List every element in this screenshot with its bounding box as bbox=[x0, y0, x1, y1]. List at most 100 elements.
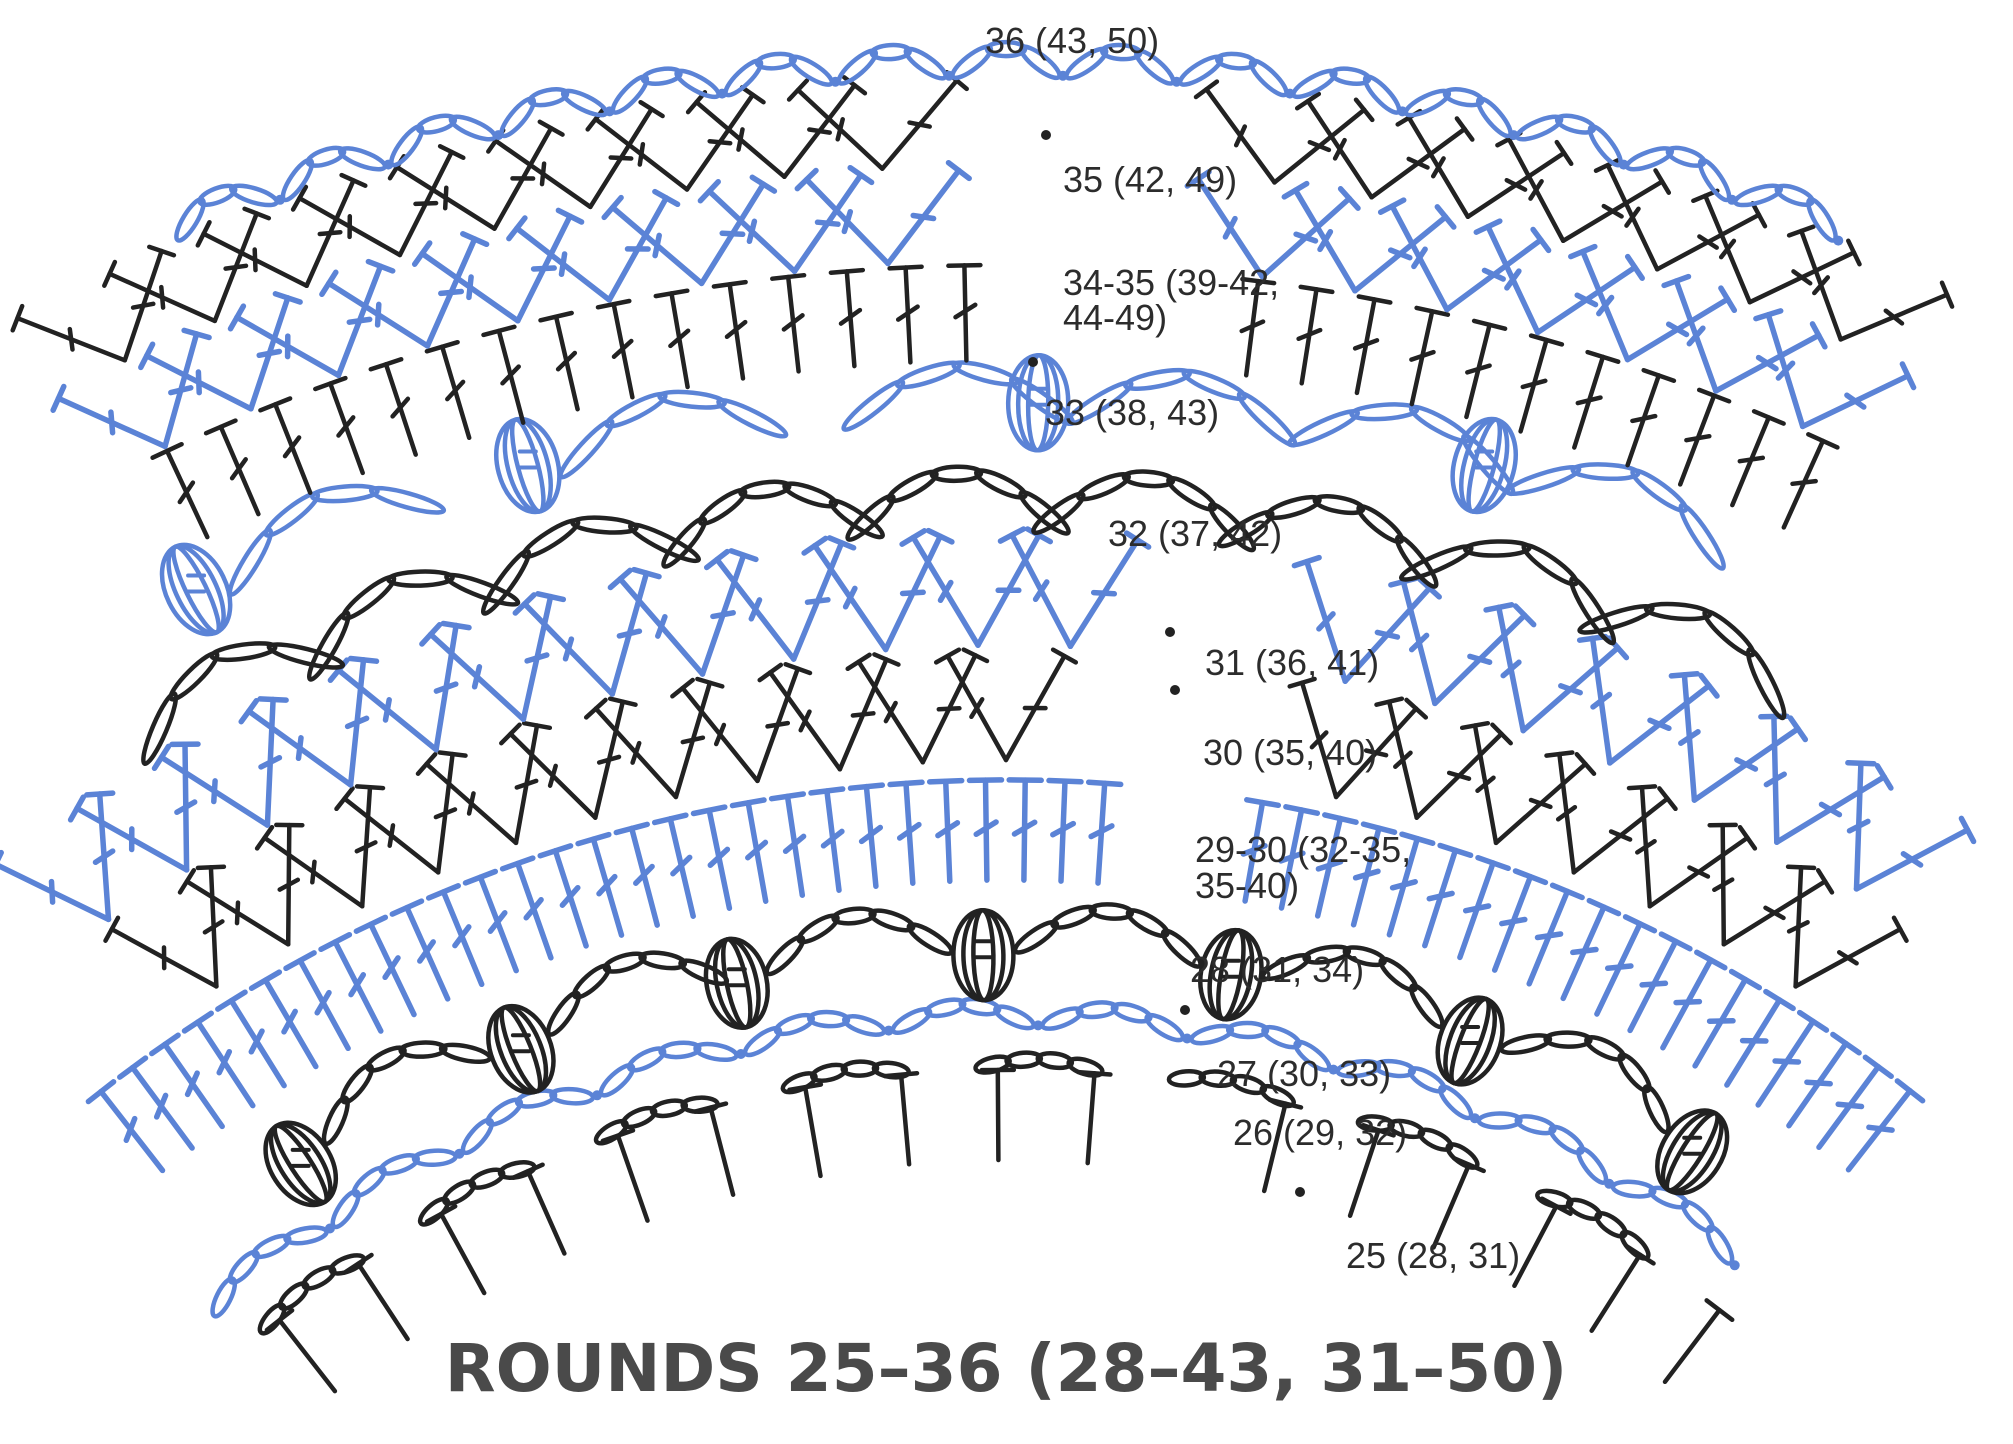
chain-arch bbox=[440, 1041, 492, 1065]
v-stitch-crossbar bbox=[768, 723, 788, 726]
stitch-top-bar bbox=[772, 275, 804, 279]
stitch-top-bar bbox=[1359, 297, 1391, 303]
v-stitch-crossbar bbox=[469, 793, 473, 813]
stitch-top-bar bbox=[252, 972, 280, 988]
chain-loop bbox=[1067, 1055, 1105, 1078]
v-stitch-crossbar bbox=[386, 700, 390, 720]
v-stitch-crossbar bbox=[853, 713, 874, 715]
stitch-top-bar bbox=[616, 824, 647, 832]
chain-arch bbox=[138, 691, 181, 767]
chain-arch bbox=[388, 571, 453, 587]
chain-arch bbox=[1545, 1032, 1590, 1047]
stitch-crossbar bbox=[1642, 983, 1665, 985]
v-stitch-top-bar bbox=[641, 102, 663, 116]
v-stitch-top-bar bbox=[440, 753, 466, 756]
chain-arch bbox=[1743, 646, 1789, 721]
v-stitch-top-bar bbox=[742, 87, 763, 102]
v-stitch-crossbar bbox=[838, 119, 843, 139]
round-label-32: 32 (37, 42) bbox=[1108, 513, 1282, 554]
v-stitch-crossbar bbox=[534, 268, 555, 269]
chain-arch bbox=[572, 516, 637, 535]
chain-arch bbox=[1314, 493, 1365, 516]
v-stitch-top-bar bbox=[760, 665, 781, 680]
v-stitch-crossbar bbox=[133, 304, 153, 308]
stitch-top-bar bbox=[811, 789, 843, 793]
blue-picot-loop bbox=[1804, 196, 1840, 244]
v-stitch-crossbar bbox=[903, 592, 924, 593]
round-label-31: 31 (36, 41) bbox=[1205, 642, 1379, 683]
v-stitch-crossbar bbox=[70, 329, 73, 349]
stitch-top-bar bbox=[152, 1035, 178, 1053]
v-stitch-crossbar bbox=[214, 781, 215, 802]
v-stitch-top-bar bbox=[1788, 867, 1814, 868]
blue-chain-arch bbox=[895, 358, 962, 392]
v-stitch-crossbar bbox=[348, 718, 367, 726]
blue-chain-loop bbox=[1703, 1224, 1736, 1267]
stitch-top-bar bbox=[1089, 782, 1121, 784]
chain-arch bbox=[1646, 602, 1711, 621]
stitch-top-bar bbox=[831, 270, 863, 273]
v-stitch-top-bar bbox=[1547, 753, 1573, 756]
blue-picot-loop bbox=[338, 144, 387, 173]
blue-chain-loop bbox=[1612, 1180, 1655, 1198]
v-stitch-crossbar bbox=[441, 292, 462, 294]
stitch-top-bar bbox=[1049, 781, 1081, 782]
v-stitch-top-bar bbox=[443, 624, 469, 628]
v-stitch-crossbar bbox=[255, 250, 256, 271]
blue-chain-loop bbox=[1479, 1113, 1521, 1128]
blue-chain-loop bbox=[551, 1088, 593, 1105]
blue-chain-arch bbox=[369, 483, 445, 517]
chain-arch bbox=[211, 640, 277, 663]
v-stitch-crossbar bbox=[475, 667, 480, 687]
stitch-post bbox=[441, 1214, 484, 1293]
blue-chain-loop bbox=[459, 1116, 497, 1157]
stitch-top-bar bbox=[733, 800, 765, 806]
blue-picot-loop bbox=[1474, 95, 1515, 140]
v-stitch-crossbar bbox=[939, 708, 960, 709]
round-label-28: 28 (31, 34) bbox=[1190, 949, 1364, 990]
blue-chain-arch bbox=[1124, 366, 1191, 392]
v-stitch-crossbar bbox=[633, 743, 640, 763]
blue-chain-arch bbox=[1286, 406, 1360, 450]
v-stitch-top-bar bbox=[257, 827, 272, 848]
v-stitch-top-bar bbox=[610, 699, 635, 705]
stitch-top-bar bbox=[1833, 1035, 1859, 1053]
v-stitch-top-bar bbox=[241, 701, 256, 722]
blue-chain-loop bbox=[226, 1248, 262, 1286]
v-stitch-top-bar bbox=[1486, 605, 1512, 610]
stitch-marks bbox=[0, 42, 1974, 1391]
v-stitch-crossbar bbox=[312, 862, 314, 883]
v-stitch-top-bar bbox=[1818, 870, 1832, 892]
blue-chain-loop bbox=[414, 1150, 456, 1166]
stitch-post bbox=[711, 1108, 734, 1195]
stitch-post bbox=[358, 1264, 407, 1339]
blue-chain-loop bbox=[993, 1002, 1037, 1032]
join-dot bbox=[1165, 627, 1175, 637]
v-stitch-crossbar bbox=[469, 277, 471, 297]
v-stitch-top-bar bbox=[1629, 786, 1655, 788]
stitch-crossbar bbox=[1502, 920, 1525, 924]
blue-picot-loop bbox=[448, 112, 497, 143]
v-stitch-crossbar bbox=[198, 372, 199, 393]
v-stitch-top-bar bbox=[1656, 170, 1669, 192]
stitch-top-bar bbox=[218, 992, 245, 1009]
stitch-top-bar bbox=[598, 301, 629, 307]
chain-arch bbox=[1465, 541, 1530, 557]
v-stitch-crossbar bbox=[611, 158, 632, 159]
v-stitch-top-bar bbox=[1756, 311, 1781, 319]
v-stitch-top-bar bbox=[1294, 558, 1319, 566]
v-stitch-top-bar bbox=[804, 538, 826, 553]
v-stitch-crossbar bbox=[517, 781, 536, 788]
stitch-crossbar bbox=[1793, 481, 1816, 484]
v-stitch-top-bar bbox=[1740, 827, 1755, 848]
stitch-top-bar bbox=[948, 265, 980, 266]
v-stitch-top-bar bbox=[1377, 699, 1402, 705]
v-stitch-crossbar bbox=[844, 212, 850, 232]
v-stitch-crossbar bbox=[739, 129, 743, 149]
stitch-crossbar bbox=[1573, 950, 1596, 953]
v-stitch-crossbar bbox=[619, 631, 639, 636]
stitch-top-bar bbox=[1286, 807, 1317, 813]
stitch-crossbar bbox=[1538, 934, 1561, 938]
v-stitch-top-bar bbox=[1457, 119, 1472, 140]
chain-loop bbox=[276, 1279, 311, 1312]
